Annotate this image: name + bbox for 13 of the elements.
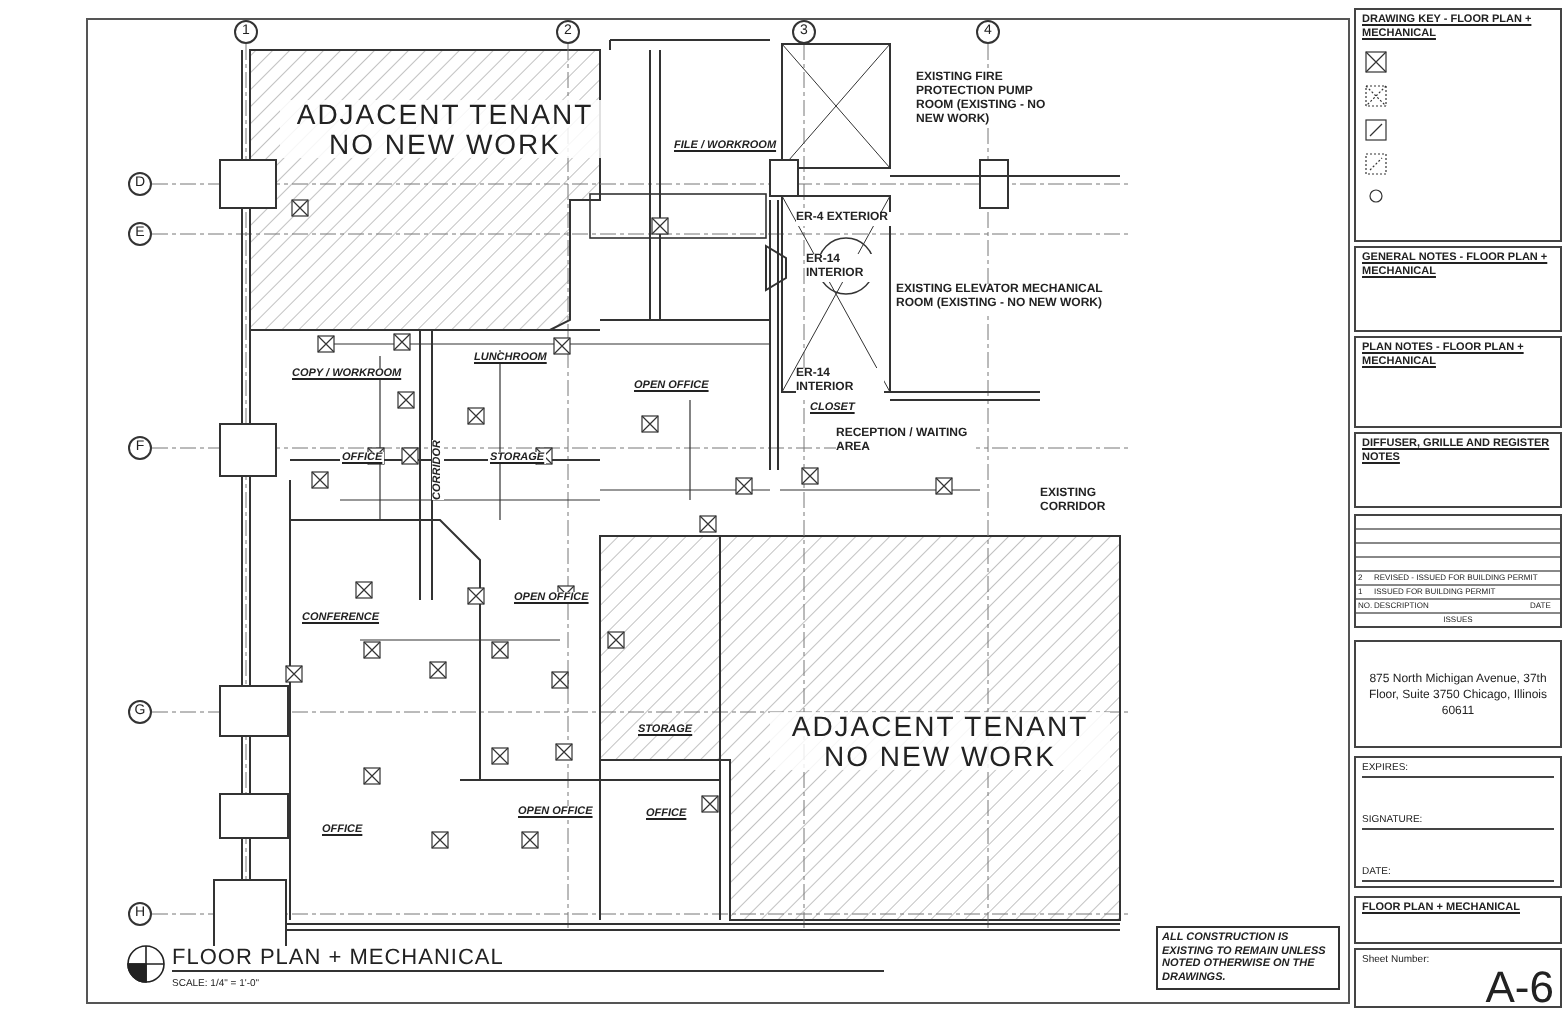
area-label: ADJACENT TENANT NO NEW WORK	[770, 712, 1110, 771]
revision-table	[1354, 514, 1562, 628]
project-address-panel	[1354, 640, 1562, 748]
sheet-title-panel	[1354, 896, 1562, 944]
drawing-key-panel	[1354, 8, 1562, 242]
general-notes-panel	[1354, 246, 1562, 332]
drawing-title: FLOOR PLAN + MECHANICAL	[172, 946, 884, 972]
sheet-number-panel	[1354, 948, 1562, 1008]
diffuser-notes-panel	[1354, 432, 1562, 508]
plan-notes-panel	[1354, 336, 1562, 428]
signature-panel	[1354, 756, 1562, 888]
general-note-box	[1156, 926, 1340, 991]
sheet-number: A-6	[1483, 966, 1554, 1010]
